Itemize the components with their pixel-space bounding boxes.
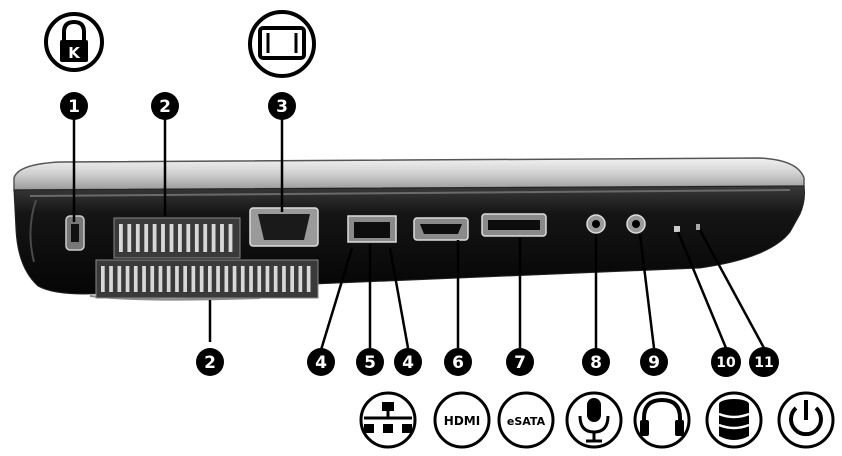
vent-slot — [178, 224, 182, 252]
vent-slot — [144, 224, 149, 252]
vent-slot — [240, 266, 245, 292]
microphone-icon — [565, 391, 623, 449]
svg-text:6: 6 — [452, 353, 464, 373]
vent-slot — [117, 266, 122, 292]
svg-text:eSATA: eSATA — [507, 415, 546, 428]
callout-7: 7 — [506, 348, 534, 376]
vent-slot — [265, 266, 270, 292]
svg-text:K: K — [68, 44, 81, 62]
svg-text:1: 1 — [68, 97, 80, 117]
svg-text:10: 10 — [716, 355, 736, 371]
vent-slot — [169, 224, 174, 252]
drive-icon — [705, 391, 763, 449]
vent-slot — [224, 266, 229, 292]
vent-slot — [216, 266, 220, 292]
svg-text:2: 2 — [204, 353, 216, 373]
port-headphone-jack — [626, 214, 646, 234]
svg-text:4: 4 — [402, 353, 414, 373]
callout-6: 6 — [444, 348, 472, 376]
port-esata — [481, 213, 547, 237]
port-vga — [249, 207, 319, 247]
svg-text:3: 3 — [276, 97, 288, 117]
callout-4-left: 4 — [307, 348, 335, 376]
vent-slot — [127, 224, 132, 252]
vent-slot — [119, 224, 123, 252]
vent-slot — [273, 266, 278, 292]
vent-slot — [232, 266, 237, 292]
vent-slot — [175, 266, 179, 292]
vent-slot — [125, 266, 130, 292]
vent-slot — [290, 266, 294, 292]
vent-slot — [220, 224, 224, 252]
network-icon — [359, 391, 417, 449]
vent-slot — [203, 224, 208, 252]
vent-slot — [228, 224, 233, 252]
vent-slot — [161, 224, 165, 252]
leader-lines — [72, 116, 766, 351]
hdmi-icon: HDMI — [433, 391, 491, 449]
callout-11: 11 — [749, 347, 779, 377]
vent-slot — [183, 266, 187, 292]
svg-text:11: 11 — [754, 355, 773, 371]
vent-slot — [194, 224, 199, 252]
vent-slot — [150, 266, 155, 292]
callout-3: 3 — [268, 92, 296, 120]
vent-slot — [133, 266, 138, 292]
vent-slot — [109, 266, 113, 292]
callout-2-bottom: 2 — [196, 348, 224, 376]
callout-8: 8 — [582, 348, 610, 376]
vent-slot — [199, 266, 204, 292]
vent-slot — [298, 266, 303, 292]
svg-text:9: 9 — [648, 353, 660, 373]
vent-slot — [186, 224, 191, 252]
led-drive — [674, 226, 680, 232]
callout-10: 10 — [711, 347, 741, 377]
vent-slot — [142, 266, 146, 292]
svg-text:4: 4 — [315, 353, 327, 373]
vent-slot — [249, 266, 253, 292]
esata-icon: eSATA — [497, 391, 555, 449]
callout-2-top: 2 — [151, 92, 179, 120]
callout-5: 5 — [356, 348, 384, 376]
port-hdmi — [413, 217, 469, 241]
vent-slot — [166, 266, 171, 292]
port-rj45 — [347, 215, 397, 243]
port-mic-jack — [586, 214, 606, 234]
vent-slot — [152, 224, 157, 252]
vent-slot — [101, 266, 105, 292]
vent-slot — [282, 266, 286, 292]
vent-slot — [191, 266, 196, 292]
vent-slot — [208, 266, 212, 292]
headphones-icon — [633, 391, 691, 449]
vent-slot — [211, 224, 216, 252]
svg-text:7: 7 — [514, 353, 526, 373]
callout-9: 9 — [640, 348, 668, 376]
vent-slot — [158, 266, 163, 292]
svg-text:5: 5 — [364, 353, 376, 373]
vent-slot — [135, 224, 140, 252]
vent-slot — [257, 266, 262, 292]
monitor-icon — [248, 10, 316, 78]
svg-text:8: 8 — [590, 353, 602, 373]
svg-text:2: 2 — [159, 97, 171, 117]
svg-text:HDMI: HDMI — [444, 414, 480, 428]
led-power — [696, 224, 700, 230]
vents — [95, 217, 319, 299]
kensington-lock-icon: K — [44, 12, 104, 72]
vent-slot — [306, 266, 311, 292]
power-icon — [777, 391, 835, 449]
callout-1: 1 — [60, 92, 88, 120]
callout-4-right: 4 — [394, 348, 422, 376]
